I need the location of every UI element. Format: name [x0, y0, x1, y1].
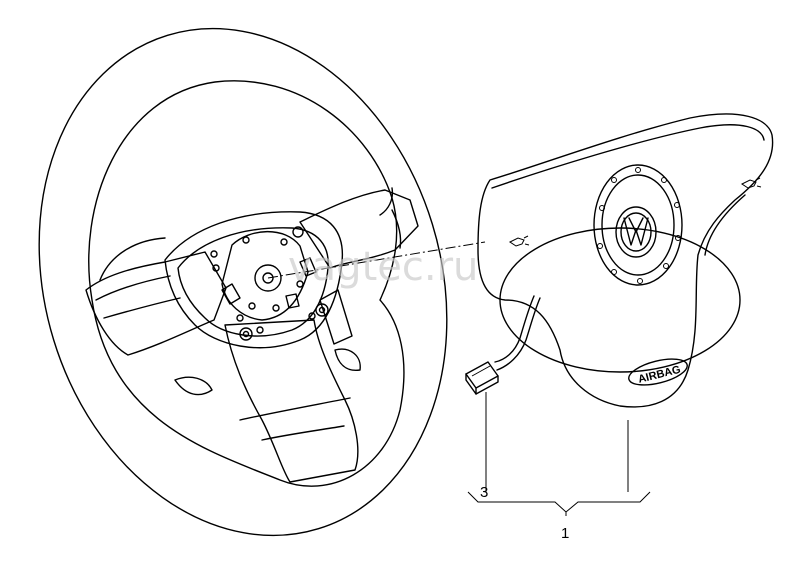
- wheel-rim-outer: [38, 27, 448, 537]
- callout-connector-label: 3: [480, 484, 488, 501]
- hub-bracket: [210, 226, 329, 341]
- wheel-hub-recess: [164, 211, 344, 349]
- callout-assembly-label: 1: [561, 525, 569, 542]
- steering-wheel: [38, 27, 448, 537]
- horn-icon-left: [509, 235, 530, 247]
- wheel-spoke-left: [85, 251, 227, 356]
- wheel-rim-inner: [88, 80, 405, 487]
- wheel-spoke-lower: [224, 319, 359, 483]
- alignment-line: [267, 241, 486, 279]
- airbag-cover: [477, 113, 774, 408]
- vw-emblem: [593, 164, 683, 286]
- horn-icon-right: [741, 177, 762, 189]
- airbag-wiring: [494, 295, 535, 363]
- wheel-spoke-right: [299, 189, 419, 269]
- watermark-text: vagtec.ru: [288, 244, 478, 290]
- callout-lines: [467, 392, 651, 516]
- airbag-module: AIRBAG: [465, 113, 774, 408]
- airbag-connector: [465, 361, 499, 395]
- airbag-housing: [499, 227, 741, 373]
